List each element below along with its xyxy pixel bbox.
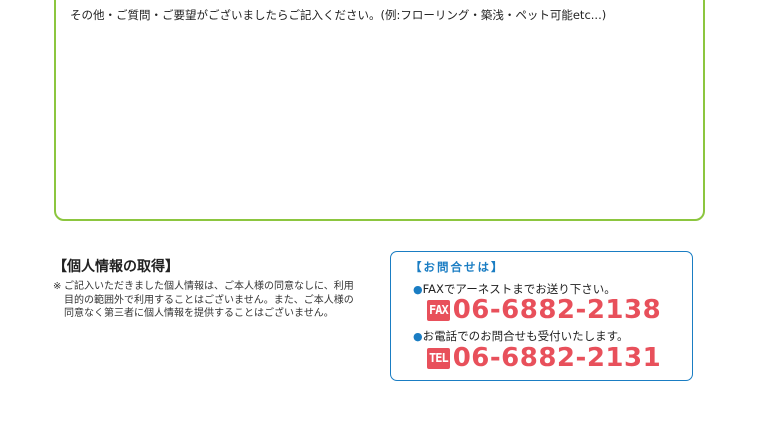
tel-instruction: ●お電話でのお問合せも受付いたします。 [413, 329, 628, 344]
tel-instruction-text: お電話でのお問合せも受付いたします。 [422, 329, 629, 343]
fax-instruction: ●FAXでアーネストまでお送り下さい。 [413, 282, 616, 297]
privacy-note-line: 同意なく第三者に個人情報を提供することはございません。 [64, 308, 334, 319]
privacy-note-line: ※ご記入いただきました個人情報は、ご本人様の同意なしに、利用 [53, 280, 375, 294]
note-mark: ※ [53, 281, 62, 292]
bullet-icon: ● [413, 283, 423, 296]
fax-number-row: FAX 06-6882-2138 [427, 295, 661, 325]
privacy-notes: ※ご記入いただきました個人情報は、ご本人様の同意なしに、利用 目的の範囲外で利用… [53, 280, 375, 321]
fax-badge-icon: FAX [427, 299, 450, 321]
bullet-icon: ● [413, 330, 423, 343]
contact-box: 【お問合せは】 ●FAXでアーネストまでお送り下さい。 FAX 06-6882-… [390, 251, 693, 381]
privacy-section: 【個人情報の取得】 ※ご記入いただきました個人情報は、ご本人様の同意なしに、利用… [53, 258, 375, 321]
fax-number: 06-6882-2138 [452, 295, 662, 325]
tel-number-row: TEL 06-6882-2131 [427, 343, 661, 373]
comment-textarea[interactable]: その他・ご質問・ご要望がございましたらご記入ください。(例:フローリング・築浅・… [54, 0, 705, 221]
privacy-note-line: 目的の範囲外で利用することはございません。また、ご本人様の [64, 294, 354, 306]
comment-placeholder: その他・ご質問・ご要望がございましたらご記入ください。(例:フローリング・築浅・… [70, 8, 607, 22]
privacy-note-text: ご記入いただきました個人情報は、ご本人様の同意なしに、利用 [64, 281, 354, 292]
fax-instruction-text: FAXでアーネストまでお送り下さい。 [422, 282, 616, 296]
privacy-heading: 【個人情報の取得】 [53, 259, 179, 275]
contact-heading: 【お問合せは】 [410, 260, 505, 274]
tel-badge-icon: TEL [427, 347, 450, 369]
tel-number[interactable]: 06-6882-2131 [452, 343, 662, 373]
